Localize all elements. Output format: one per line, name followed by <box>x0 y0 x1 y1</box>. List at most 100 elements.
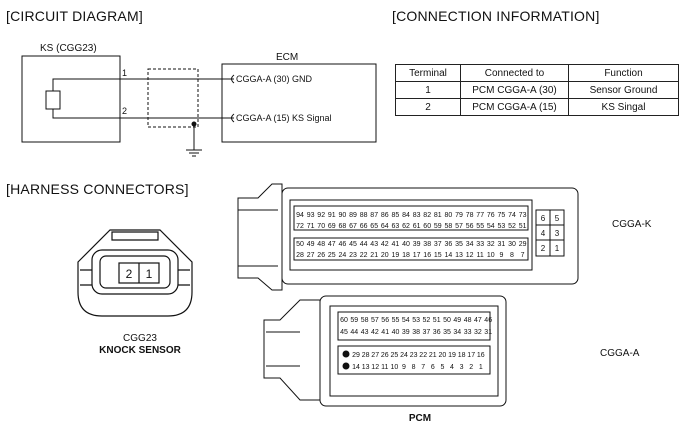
pin-number: 19 <box>392 252 400 259</box>
pin-number: 65 <box>370 223 378 230</box>
cgga-a-lower-block <box>337 345 491 375</box>
pin-number: 19 <box>448 352 456 359</box>
pin-number: 26 <box>317 252 325 259</box>
pin-number: 16 <box>477 352 485 359</box>
pin-number: 41 <box>381 329 389 336</box>
pin-number: 2 <box>541 244 546 253</box>
pin-number: 48 <box>464 317 472 324</box>
pin-number: 8 <box>412 364 416 371</box>
pin-number: 9 <box>402 364 406 371</box>
pin-number: 52 <box>508 223 516 230</box>
pin-number: 87 <box>370 212 378 219</box>
table-row: 1 PCM CGGA-A (30) Sensor Ground <box>395 81 679 99</box>
pin-number: 54 <box>402 317 410 324</box>
harness-connectors-header: [HARNESS CONNECTORS] <box>6 181 189 197</box>
cgga-a-backshell <box>263 299 321 401</box>
pin-number: 69 <box>328 223 336 230</box>
pin-number: 55 <box>476 223 484 230</box>
pin-number: 29 <box>352 352 360 359</box>
pin-number: 34 <box>453 329 461 336</box>
pin-number: 27 <box>307 252 315 259</box>
ecm-pin-15-label: CGGA-A (15) KS Signal <box>236 113 332 123</box>
pin-number: 38 <box>412 329 420 336</box>
pin-number: 75 <box>498 212 506 219</box>
pin-number: 44 <box>350 329 358 336</box>
pin-number: 86 <box>381 212 389 219</box>
pcm-label: PCM <box>409 413 431 424</box>
pin-number: 45 <box>340 329 348 336</box>
pin-number: 54 <box>487 223 495 230</box>
pin-number: 3 <box>460 364 464 371</box>
pin-number: 53 <box>412 317 420 324</box>
pin-number: 22 <box>360 252 368 259</box>
pin-number: 42 <box>371 329 379 336</box>
pin-number: 24 <box>339 252 347 259</box>
cgg23-description: KNOCK SENSOR <box>99 345 181 356</box>
pin-number: 53 <box>498 223 506 230</box>
circuit-diagram <box>21 55 377 157</box>
pin-number: 20 <box>439 352 447 359</box>
pin-number: 92 <box>317 212 325 219</box>
pin-number: 4 <box>450 364 454 371</box>
pin-number: 59 <box>434 223 442 230</box>
pin-number: 77 <box>476 212 484 219</box>
pin-number: 46 <box>339 241 347 248</box>
pin-number: 47 <box>474 317 482 324</box>
pin-number: 8 <box>510 252 514 259</box>
pin-number: 12 <box>371 364 379 371</box>
pin-number: 51 <box>519 223 527 230</box>
ecm-box <box>221 63 377 143</box>
pin-number: 13 <box>362 364 370 371</box>
pin-number: 17 <box>413 252 421 259</box>
pin-number: 2 <box>469 364 473 371</box>
pin-number: 79 <box>455 212 463 219</box>
pin-number: 32 <box>487 241 495 248</box>
cgga-k-upper-block <box>293 205 529 231</box>
pin-number: 47 <box>328 241 336 248</box>
pin-number: 36 <box>433 329 441 336</box>
pin-number: 70 <box>317 223 325 230</box>
pin-number: 60 <box>423 223 431 230</box>
pin-number: 7 <box>421 364 425 371</box>
cgga-a-upper-block <box>337 311 491 341</box>
pin-number: 43 <box>361 329 369 336</box>
cgga-a-connector-drawing <box>263 295 507 407</box>
pin-number: 42 <box>381 241 389 248</box>
pin-number: 25 <box>391 352 399 359</box>
pin-15-connector-icon <box>231 113 235 123</box>
pin-number: 15 <box>434 252 442 259</box>
pin-number: 28 <box>362 352 370 359</box>
pin-number: 76 <box>487 212 495 219</box>
pin-number: 52 <box>423 317 431 324</box>
pin-number: 84 <box>402 212 410 219</box>
pin-number: 58 <box>445 223 453 230</box>
cgg23-pin-label: 2 <box>126 267 133 281</box>
cgg23-name: CGG23 <box>123 333 157 344</box>
pin-number: 58 <box>361 317 369 324</box>
pin-number: 26 <box>381 352 389 359</box>
pin-number: 18 <box>458 352 466 359</box>
connection-info-header: [CONNECTION INFORMATION] <box>392 8 600 24</box>
pin-number: 81 <box>434 212 442 219</box>
pin-number: 89 <box>349 212 357 219</box>
pin-number: 5 <box>555 214 560 223</box>
pin-number: 80 <box>445 212 453 219</box>
cgga-a-backshell-ribs <box>266 331 300 367</box>
pin-number: 11 <box>381 364 388 371</box>
pin-number: 94 <box>296 212 304 219</box>
cgg23-pin-label: 1 <box>146 267 153 281</box>
cgga-a-key-dot <box>342 350 350 358</box>
shield-box <box>147 68 199 128</box>
pin-number: 72 <box>296 223 304 230</box>
pin-number: 25 <box>328 252 336 259</box>
pin-number: 57 <box>371 317 379 324</box>
pin-number: 35 <box>455 241 463 248</box>
pin-number: 44 <box>360 241 368 248</box>
pin-number: 71 <box>307 223 315 230</box>
pin-number: 16 <box>423 252 431 259</box>
circuit-diagram-header: [CIRCUIT DIAGRAM] <box>6 8 143 24</box>
cgga-k-backshell-ribs <box>238 209 278 267</box>
cgg23-connector-drawing <box>77 229 193 317</box>
